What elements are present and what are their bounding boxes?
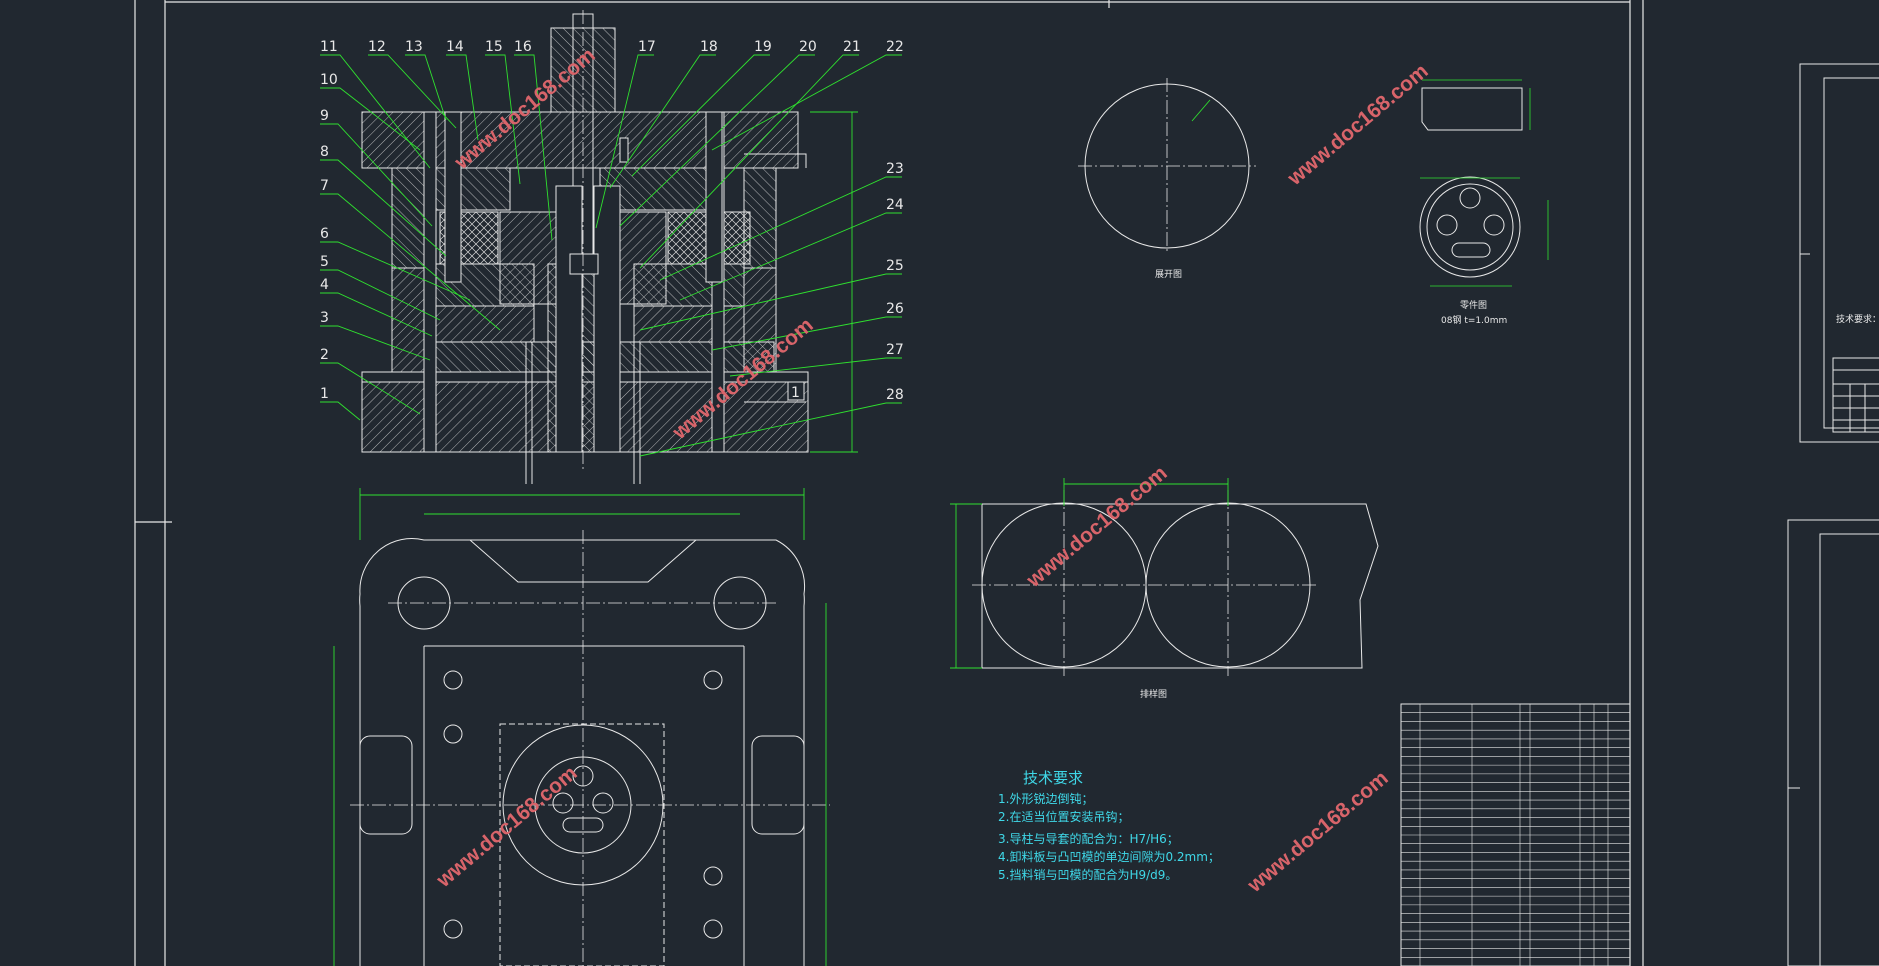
balloon-label-20: 20	[799, 39, 817, 55]
blank-radius-dim	[1191, 99, 1211, 122]
part-view-label: 零件图	[1460, 299, 1487, 311]
strip-dimensions	[950, 478, 1229, 669]
balloon-label-7: 7	[320, 178, 329, 194]
balloon-leader-23	[659, 176, 902, 281]
screw-holes	[443, 670, 723, 939]
balloon-label-4: 4	[320, 277, 329, 293]
balloon-leader-7	[320, 193, 501, 331]
bill-of-materials[interactable]	[1400, 703, 1631, 966]
balloon-leader-6	[320, 241, 471, 301]
balloon-label-23: 23	[886, 161, 904, 177]
balloon-label-27: 27	[886, 342, 904, 358]
balloon-leader-16	[514, 54, 553, 241]
tech-requirement-2: 2.在适当位置安装吊钩；	[998, 809, 1129, 824]
balloon-label-1: 1	[320, 386, 329, 402]
balloon-label-11: 11	[320, 39, 338, 55]
balloon-leader-26	[711, 316, 902, 351]
balloon-label-24: 24	[886, 197, 904, 213]
plan-dimensions	[333, 488, 827, 966]
strip-view-label: 排样图	[1140, 688, 1167, 700]
balloon-leader-22	[711, 54, 902, 151]
part-material-spec: 08钢 t=1.0mm	[1441, 314, 1507, 326]
balloon-leader-20	[619, 54, 815, 227]
part-dimensions	[1420, 79, 1549, 287]
balloon-label-2: 2	[320, 347, 329, 363]
balloon-leader-9	[320, 123, 433, 227]
balloon-label-10: 10	[320, 72, 338, 88]
plan-centerlines	[350, 530, 830, 966]
part-view[interactable]	[1419, 87, 1523, 278]
balloon-label-16: 16	[514, 39, 532, 55]
balloon-label-19: 19	[754, 39, 772, 55]
tech-requirement-4: 4.卸料板与凸凹模的单边间隙为0.2mm；	[998, 849, 1220, 864]
balloon-leader-5	[320, 269, 441, 321]
balloon-label-8: 8	[320, 144, 329, 160]
balloon-leader-4	[320, 292, 433, 337]
balloon-leader-15	[485, 54, 521, 185]
tech-requirement-5: 5.挡料销与凹模的配合为H9/d9。	[998, 867, 1177, 882]
balloon-label-13: 13	[405, 39, 423, 55]
balloon-label-3: 3	[320, 310, 329, 326]
balloon-leader-25	[639, 273, 902, 331]
blank-centerlines	[1078, 78, 1256, 254]
balloon-leader-1	[320, 401, 361, 421]
balloon-leader-28	[639, 402, 902, 457]
balloon-leader-13	[405, 54, 447, 121]
strip-centerlines	[972, 490, 1316, 676]
balloon-label-21: 21	[843, 39, 861, 55]
balloon-label-9: 9	[320, 108, 329, 124]
balloon-label-12: 12	[368, 39, 386, 55]
balloon-leader-14	[446, 54, 479, 141]
balloon-leader-2	[320, 362, 421, 415]
watermark-4: www.doc168.com	[1022, 461, 1172, 592]
balloon-label-28: 28	[886, 387, 904, 403]
balloon-leader-19	[631, 54, 770, 177]
balloon-leader-8	[320, 159, 447, 257]
balloon-label-25: 25	[886, 258, 904, 274]
adjacent-sheet-note: 技术要求：	[1836, 313, 1879, 325]
watermark-2: www.doc168.com	[1283, 59, 1433, 190]
balloon-label-17: 17	[638, 39, 656, 55]
balloon-label-26: 26	[886, 301, 904, 317]
balloon-label-22: 22	[886, 39, 904, 55]
balloon-leader-18	[609, 54, 716, 189]
blank-view-label: 展开图	[1155, 269, 1182, 280]
watermark-6: www.doc168.com	[1243, 766, 1393, 897]
tech-requirement-3: 3.导柱与导套的配合为：H7/H6；	[998, 831, 1179, 846]
section-marker-label: 1	[791, 385, 800, 401]
tech-requirements-title: 技术要求	[1023, 769, 1083, 787]
balloon-leader-10	[320, 87, 421, 151]
balloon-leader-17	[595, 54, 654, 229]
tech-requirements: 技术要求 1.外形锐边倒钝； 2.在适当位置安装吊钩； 3.导柱与导套的配合为：…	[998, 769, 1220, 882]
balloon-leader-3	[320, 325, 431, 361]
balloon-leader-11	[320, 54, 431, 169]
balloon-label-6: 6	[320, 226, 329, 242]
tech-requirement-1: 1.外形锐边倒钝；	[998, 792, 1093, 806]
drawing-frame	[134, 0, 1644, 966]
balloon-leader-21	[639, 54, 859, 269]
assembly-section-view[interactable]	[361, 13, 809, 484]
watermarks: www.doc168.com www.doc168.com www.doc168…	[432, 43, 1433, 897]
adjacent-sheet	[1787, 63, 1879, 966]
balloon-leader-24	[679, 212, 902, 301]
balloon-label-15: 15	[485, 39, 503, 55]
balloon-leader-27	[729, 357, 902, 377]
balloon-label-5: 5	[320, 254, 329, 270]
balloon-leader-12	[368, 54, 457, 129]
balloon-label-14: 14	[446, 39, 464, 55]
balloon-label-18: 18	[700, 39, 718, 55]
